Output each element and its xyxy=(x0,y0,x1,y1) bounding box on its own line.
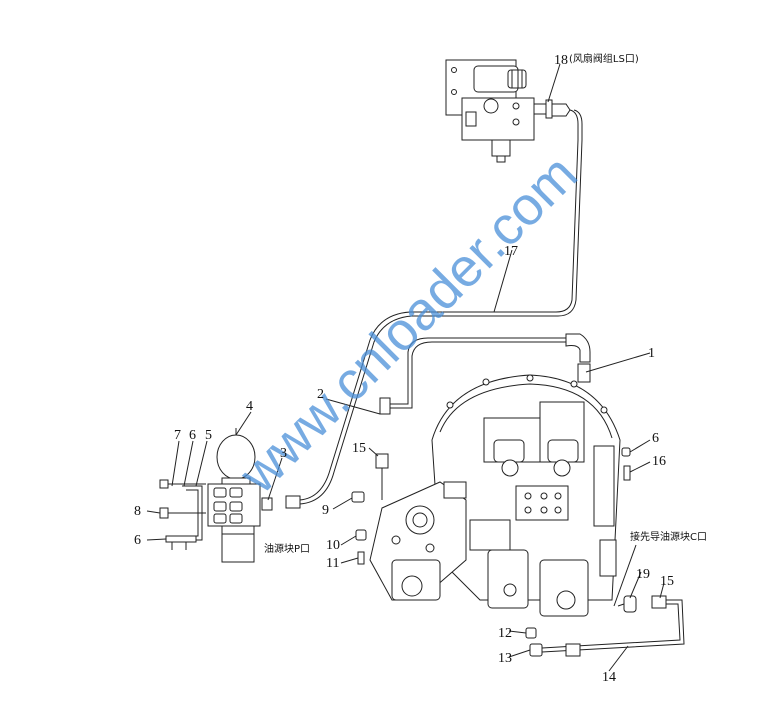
part-labels: 18 (风扇阀组LS口) 17 1 2 4 3 7 6 5 8 6 油源块P口 … xyxy=(134,52,707,685)
fitting-19 xyxy=(617,595,637,613)
note-priority-c: 接先导油源块C口 xyxy=(630,530,707,543)
hose-17 xyxy=(299,109,583,505)
label-9: 9 xyxy=(322,503,329,518)
bolt-11 xyxy=(357,551,365,565)
bracket-5 xyxy=(165,485,203,550)
bolt-8 xyxy=(159,507,206,519)
label-2: 2 xyxy=(317,387,324,402)
fitting-6-right xyxy=(621,447,631,457)
label-15-lower: 15 xyxy=(660,574,674,589)
label-16: 16 xyxy=(652,454,666,469)
fitting-15-upper xyxy=(375,453,389,500)
fitting-9 xyxy=(351,491,365,503)
fitting-13 xyxy=(529,643,543,657)
label-17: 17 xyxy=(504,244,518,259)
label-19: 19 xyxy=(636,567,650,582)
leader-lines xyxy=(146,63,665,672)
note-fan-valve-ls: (风扇阀组LS口) xyxy=(569,52,639,65)
label-18: 18 xyxy=(554,53,568,68)
label-10: 10 xyxy=(326,538,340,553)
hose-14 xyxy=(541,595,685,657)
pump-transmission-assembly xyxy=(431,374,621,617)
note-oil-block-p: 油源块P口 xyxy=(264,542,310,555)
oil-source-block xyxy=(207,483,261,563)
label-13: 13 xyxy=(498,651,512,666)
fitting-10 xyxy=(355,529,367,541)
label-11: 11 xyxy=(326,556,339,571)
bolt-16 xyxy=(623,465,631,481)
label-5: 5 xyxy=(205,428,212,443)
label-1: 1 xyxy=(648,346,655,361)
label-6-right: 6 xyxy=(652,431,659,446)
fitting-12 xyxy=(525,627,537,639)
label-6-left-top: 6 xyxy=(189,428,196,443)
label-12: 12 xyxy=(498,626,512,641)
bolt-7 xyxy=(159,479,206,489)
label-4: 4 xyxy=(246,399,253,414)
fan-valve-group xyxy=(445,59,535,163)
label-14: 14 xyxy=(602,670,616,685)
gear-pump xyxy=(369,481,467,601)
label-7: 7 xyxy=(174,428,181,443)
hose-2 xyxy=(379,333,591,415)
fitting-p-port xyxy=(261,495,301,511)
label-3: 3 xyxy=(280,446,287,461)
label-15-upper: 15 xyxy=(352,441,366,456)
label-6-left-bottom: 6 xyxy=(134,533,141,548)
fitting-18 xyxy=(533,99,571,119)
label-8: 8 xyxy=(134,504,141,519)
